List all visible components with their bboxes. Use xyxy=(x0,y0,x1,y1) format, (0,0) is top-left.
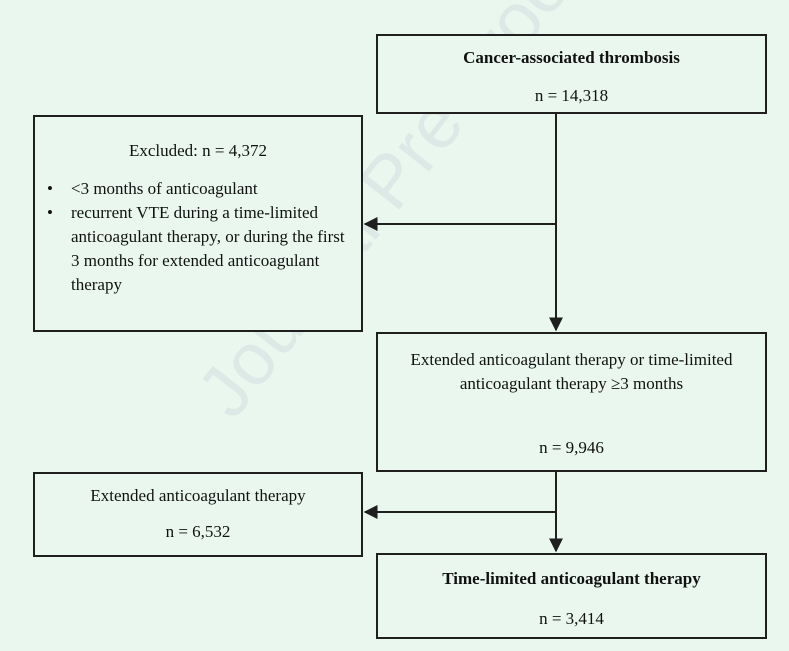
cancer-associated-thrombosis-box: Cancer-associated thrombosis n = 14,318 xyxy=(376,34,767,114)
box-count: n = 3,414 xyxy=(539,609,604,628)
list-item: <3 months of anticoagulant xyxy=(43,177,353,201)
box-count: n = 14,318 xyxy=(534,86,609,105)
box-title: Time-limited anticoagulant therapy xyxy=(442,569,701,588)
box-title: Excluded: n = 4,372 xyxy=(128,141,267,160)
extended-or-time-limited-box: Extended anticoagulant therapy or time-l… xyxy=(376,332,767,472)
excluded-box: Excluded: n = 4,372 <3 months of anticoa… xyxy=(33,115,363,332)
list-item: recurrent VTE during a time-limited anti… xyxy=(43,201,353,297)
time-limited-therapy-box: Time-limited anticoagulant therapy n = 3… xyxy=(376,553,767,639)
box-count: n = 9,946 xyxy=(539,438,604,457)
box-count: n = 6,532 xyxy=(165,522,231,541)
extended-therapy-box: Extended anticoagulant therapy n = 6,532 xyxy=(33,472,363,557)
exclusion-list: <3 months of anticoagulant recurrent VTE… xyxy=(43,177,353,297)
box-title: Extended anticoagulant therapy xyxy=(90,486,306,505)
box-title: Extended anticoagulant therapy or time-l… xyxy=(410,350,733,393)
box-title: Cancer-associated thrombosis xyxy=(463,48,680,67)
